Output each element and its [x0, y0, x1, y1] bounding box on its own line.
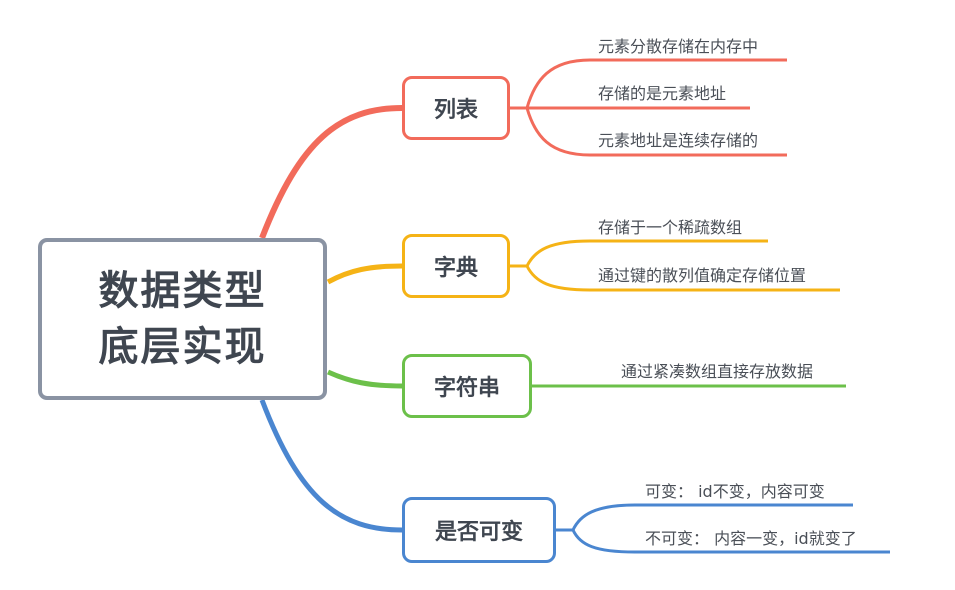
leaf-list-1[interactable]: 元素分散存储在内存中: [598, 37, 759, 56]
link-root-string: [326, 369, 403, 389]
leaf-list-2[interactable]: 存储的是元素地址: [598, 84, 727, 103]
leaf-dict-2[interactable]: 通过键的散列值确定存储位置: [598, 266, 807, 285]
branch-node-dict[interactable]: 字典: [402, 234, 510, 298]
leaf-list-3[interactable]: 元素地址是连续存储的: [598, 131, 759, 150]
branch-label: 列表: [433, 98, 478, 123]
leaf-mutable-1[interactable]: 可变： id不变，内容可变: [645, 482, 825, 501]
branch-node-mutable[interactable]: 是否可变: [402, 497, 556, 563]
link-root-mutable: [259, 399, 403, 533]
branch-label: 是否可变: [434, 520, 523, 545]
leaf-string-1[interactable]: 通过紧凑数组直接存放数据: [621, 362, 814, 381]
link-list-leaf-1: [510, 58, 787, 110]
link-list-leaf-3: [525, 107, 787, 157]
link-root-dict: [326, 263, 403, 285]
root-node[interactable]: 数据类型 底层实现: [38, 238, 327, 400]
leaf-mutable-2[interactable]: 不可变： 内容一变，id就变了: [645, 529, 857, 548]
branch-node-string[interactable]: 字符串: [402, 354, 532, 418]
link-root-list: [259, 105, 403, 240]
leaf-dict-1[interactable]: 存储于一个稀疏数组: [598, 218, 743, 237]
link-dict-leaf-2: [525, 265, 840, 292]
root-title-line-1: 数据类型: [98, 268, 267, 314]
link-mutable-leaf-2: [571, 529, 890, 554]
branch-label: 字符串: [433, 376, 500, 401]
link-dict-leaf-1: [510, 239, 768, 268]
link-mutable-leaf-1: [556, 503, 853, 532]
root-title-line-2: 底层实现: [98, 324, 267, 370]
branch-node-list[interactable]: 列表: [402, 76, 510, 140]
branch-label: 字典: [433, 256, 478, 281]
